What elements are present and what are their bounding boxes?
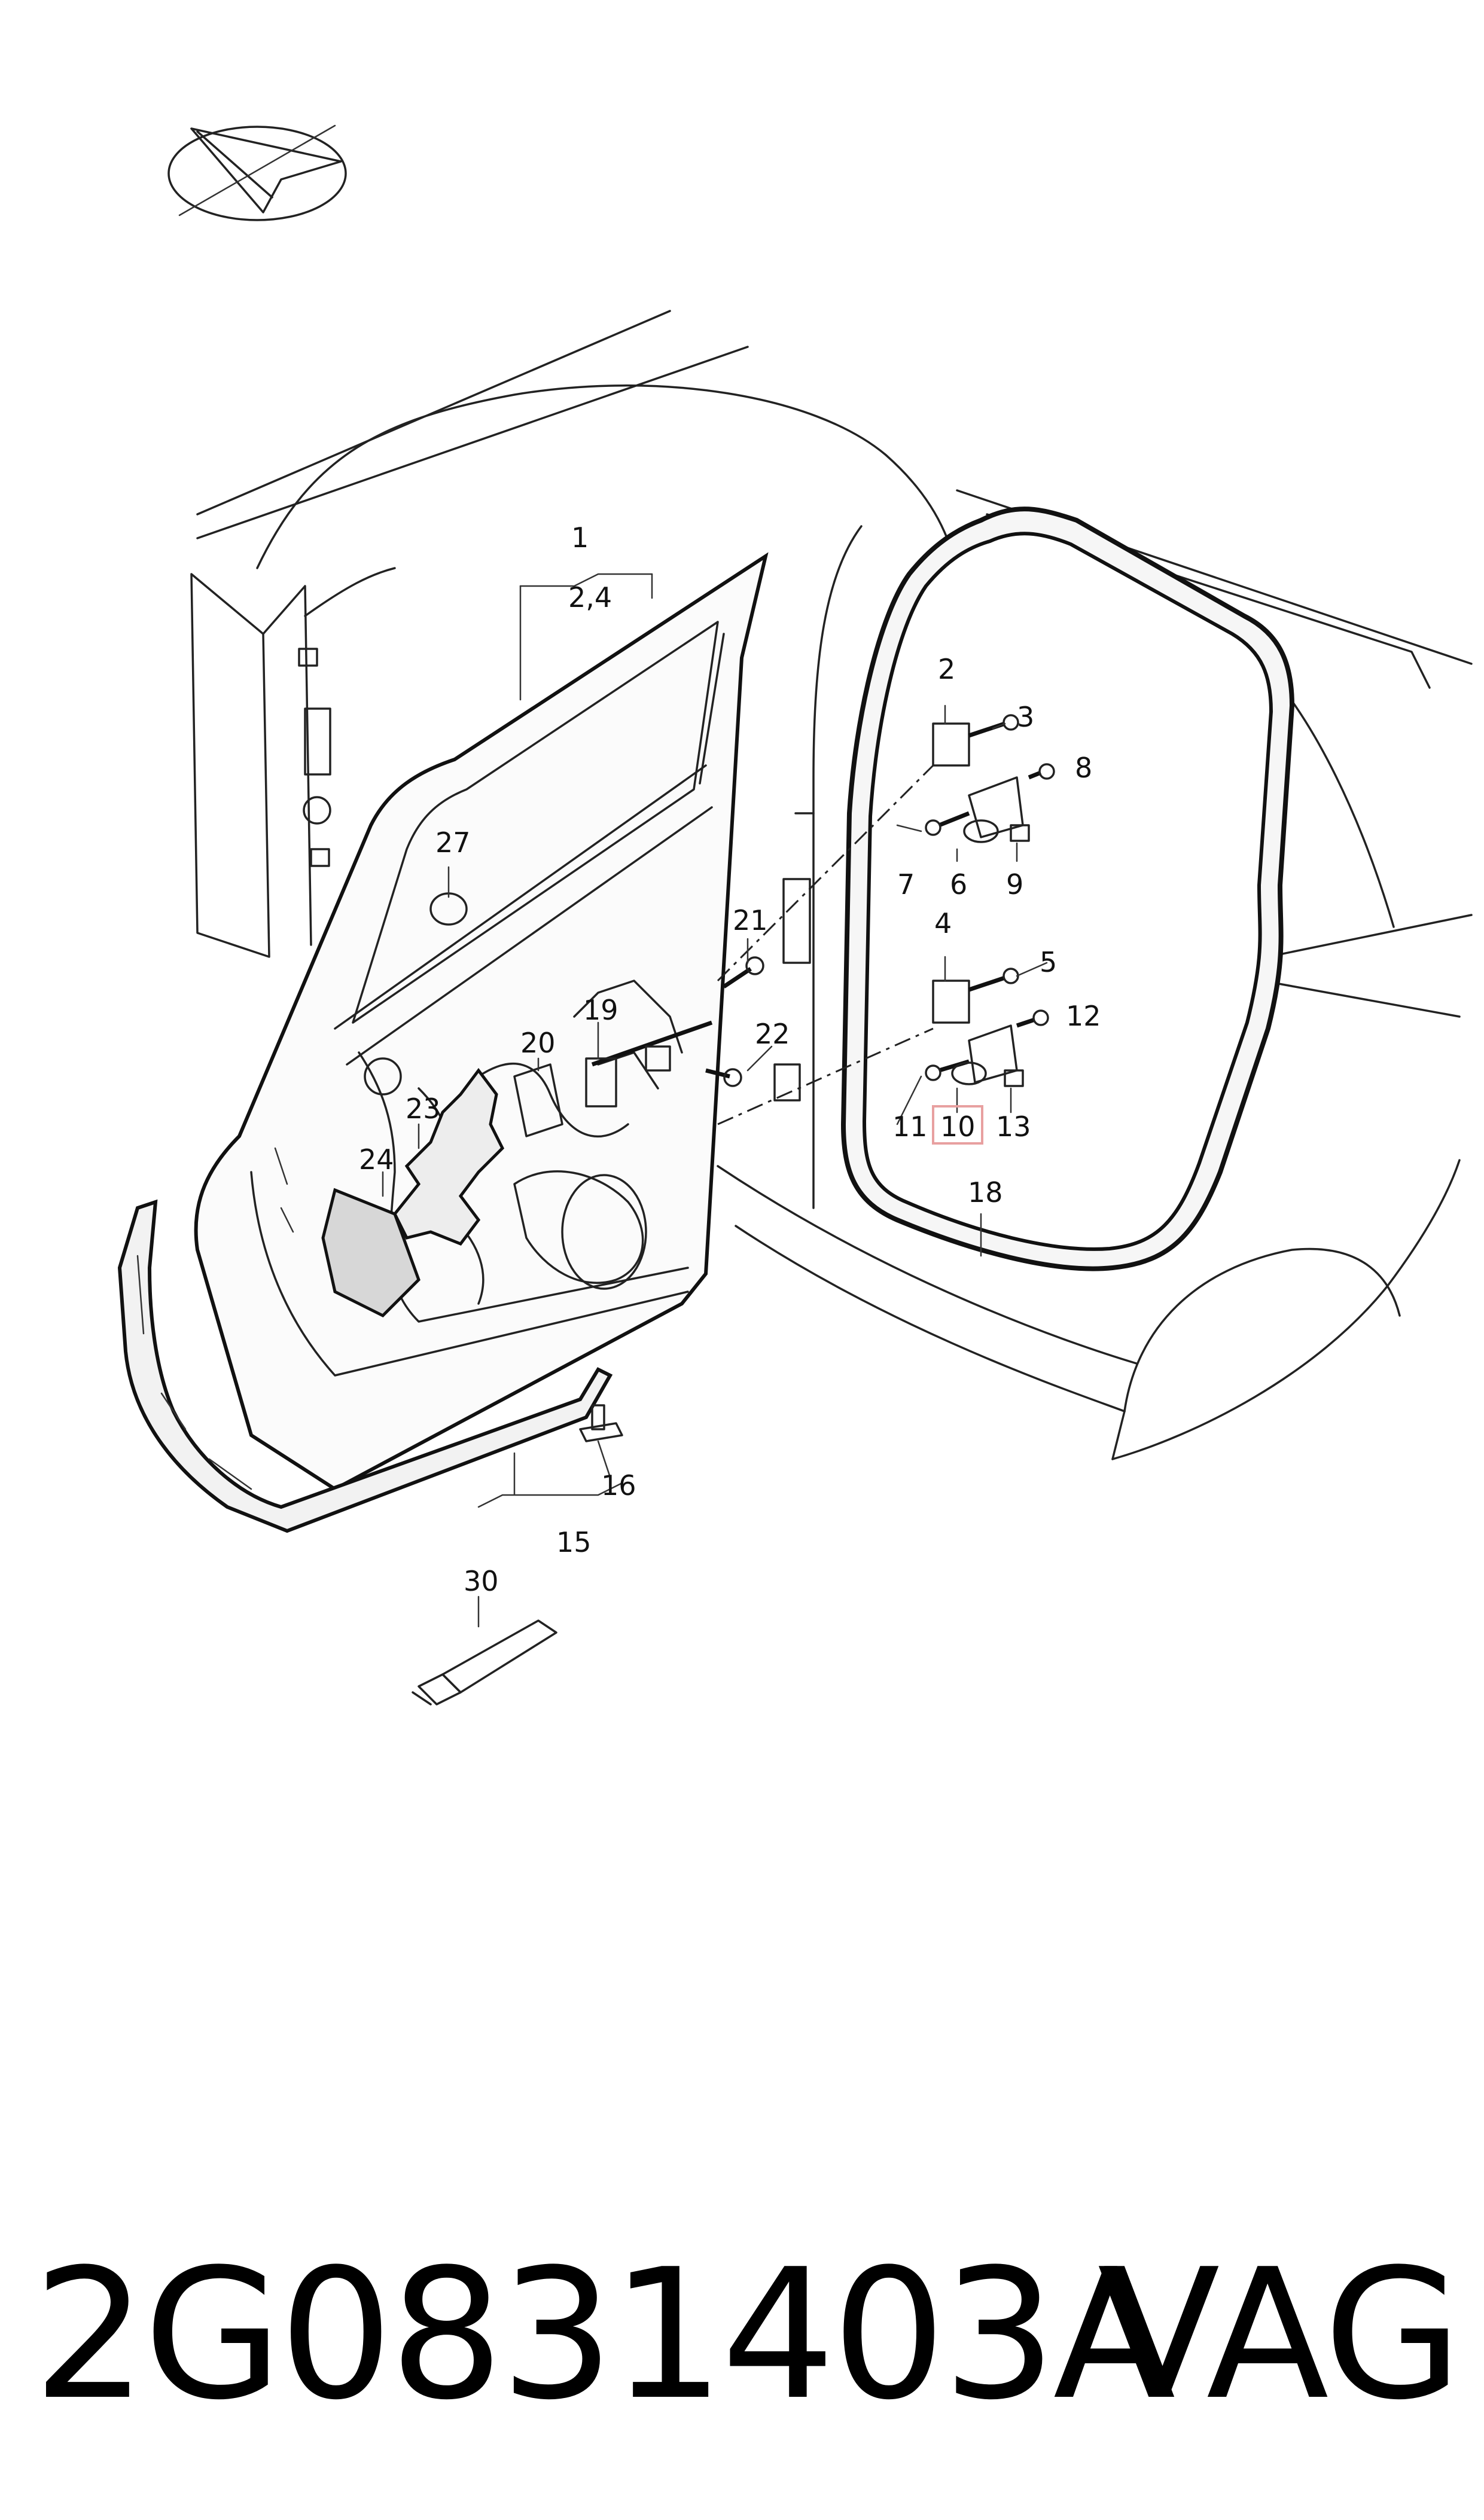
callout-24: 24 <box>359 1143 394 1176</box>
hinge-upper <box>925 714 1055 843</box>
sill-trim <box>117 1199 613 1533</box>
callout-15: 15 <box>556 1526 592 1558</box>
clip-16 <box>579 1404 623 1442</box>
callout-16: 16 <box>601 1469 636 1502</box>
callout-27: 27 <box>435 826 471 859</box>
callout-2: 2 <box>938 653 955 685</box>
callout-30: 30 <box>464 1565 499 1597</box>
leader-lines <box>382 573 1048 1628</box>
grease-tube-30 <box>412 1619 557 1706</box>
bolt-22 <box>705 1068 742 1087</box>
orientation-icon <box>167 124 347 221</box>
insulation-pad-24 <box>321 1188 420 1318</box>
brand-name: VAG <box>1097 2231 1462 2439</box>
callout-5: 5 <box>1040 946 1057 978</box>
callout-3: 3 <box>1017 701 1034 733</box>
callout-10: 10 <box>940 1110 976 1143</box>
callout-2-4: 2,4 <box>568 581 612 614</box>
callout-13: 13 <box>996 1110 1031 1143</box>
bolt-21 <box>723 956 764 989</box>
callout-7: 7 <box>897 868 915 901</box>
hinge-lower <box>925 968 1049 1087</box>
callout-11: 11 <box>892 1110 928 1143</box>
callout-22: 22 <box>755 1018 790 1050</box>
callout-18: 18 <box>968 1176 1003 1209</box>
callout-19: 19 <box>583 994 618 1026</box>
callout-12: 12 <box>1066 1000 1101 1032</box>
callout-8: 8 <box>1075 752 1092 784</box>
callout-9: 9 <box>1006 868 1023 901</box>
callout-1: 1 <box>571 521 589 554</box>
alignment-lines <box>717 764 934 1125</box>
footer: 2G0831403A VAG <box>0 2237 1484 2434</box>
callout-20: 20 <box>520 1027 556 1059</box>
callout-6: 6 <box>950 868 967 901</box>
door-shell <box>194 552 769 1491</box>
insulation-pad-23 <box>393 1067 505 1246</box>
callout-4: 4 <box>934 907 952 939</box>
callout-labels: 1 2,4 2 3 8 7 6 9 4 5 12 11 10 13 18 27 … <box>359 521 1101 1597</box>
part-number: 2G0831403A <box>33 2231 1176 2439</box>
callout-23: 23 <box>406 1093 441 1125</box>
callout-highlight-box <box>932 1105 983 1145</box>
callout-21: 21 <box>733 904 768 936</box>
